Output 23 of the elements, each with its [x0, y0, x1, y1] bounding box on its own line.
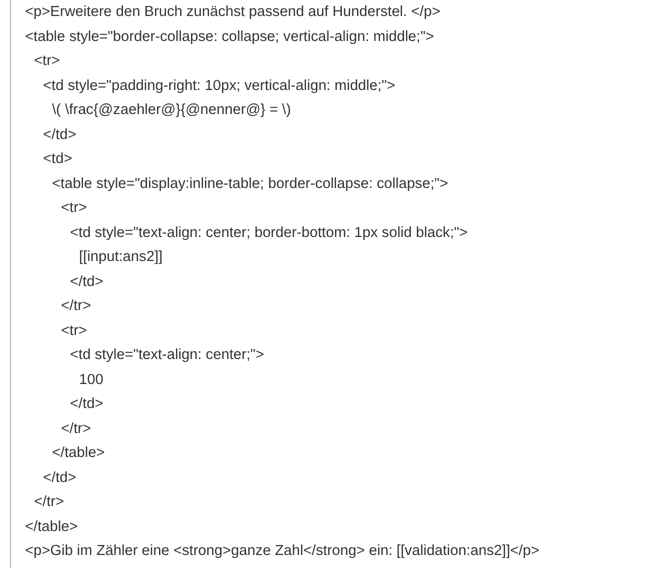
code-line: <table style="display:inline-table; border-collapse: collapse;">	[52, 174, 448, 192]
code-line: <tr>	[61, 322, 87, 340]
code-line: 100	[79, 370, 104, 388]
code-line: \( \frac{@zaehler@}{@nenner@} = \)	[52, 101, 291, 119]
code-line: <p>Erweitere den Bruch zunächst passend auf Hunderstel. </p>	[25, 3, 440, 21]
code-line: </td>	[70, 395, 104, 413]
code-line: <p>Gib im Zähler eine <strong>ganze Zahl</strong> ein: [[validation:ans2]]</p>	[25, 542, 540, 560]
code-line: <td style="padding-right: 10px; vertical-align: middle;">	[43, 76, 396, 94]
code-line: <tr>	[61, 199, 87, 217]
code-line: <table style="border-collapse: collapse; vertical-align: middle;">	[25, 28, 434, 46]
code-line: </td>	[70, 272, 104, 290]
code-line: <tr>	[34, 52, 60, 70]
code-line: <td style="text-align: center;">	[70, 346, 264, 364]
code-line: [[input:ans2]]	[79, 248, 163, 266]
code-line: </table>	[52, 444, 105, 462]
code-line: </td>	[43, 468, 76, 486]
code-line: </table>	[25, 518, 78, 536]
code-line: <td>	[43, 150, 72, 168]
code-line: </td>	[43, 126, 76, 144]
code-line: </tr>	[61, 420, 92, 438]
code-line: </tr>	[61, 297, 92, 315]
code-line: </tr>	[34, 493, 64, 511]
code-line: <td style="text-align: center; border-bottom: 1px solid black;">	[70, 224, 468, 242]
